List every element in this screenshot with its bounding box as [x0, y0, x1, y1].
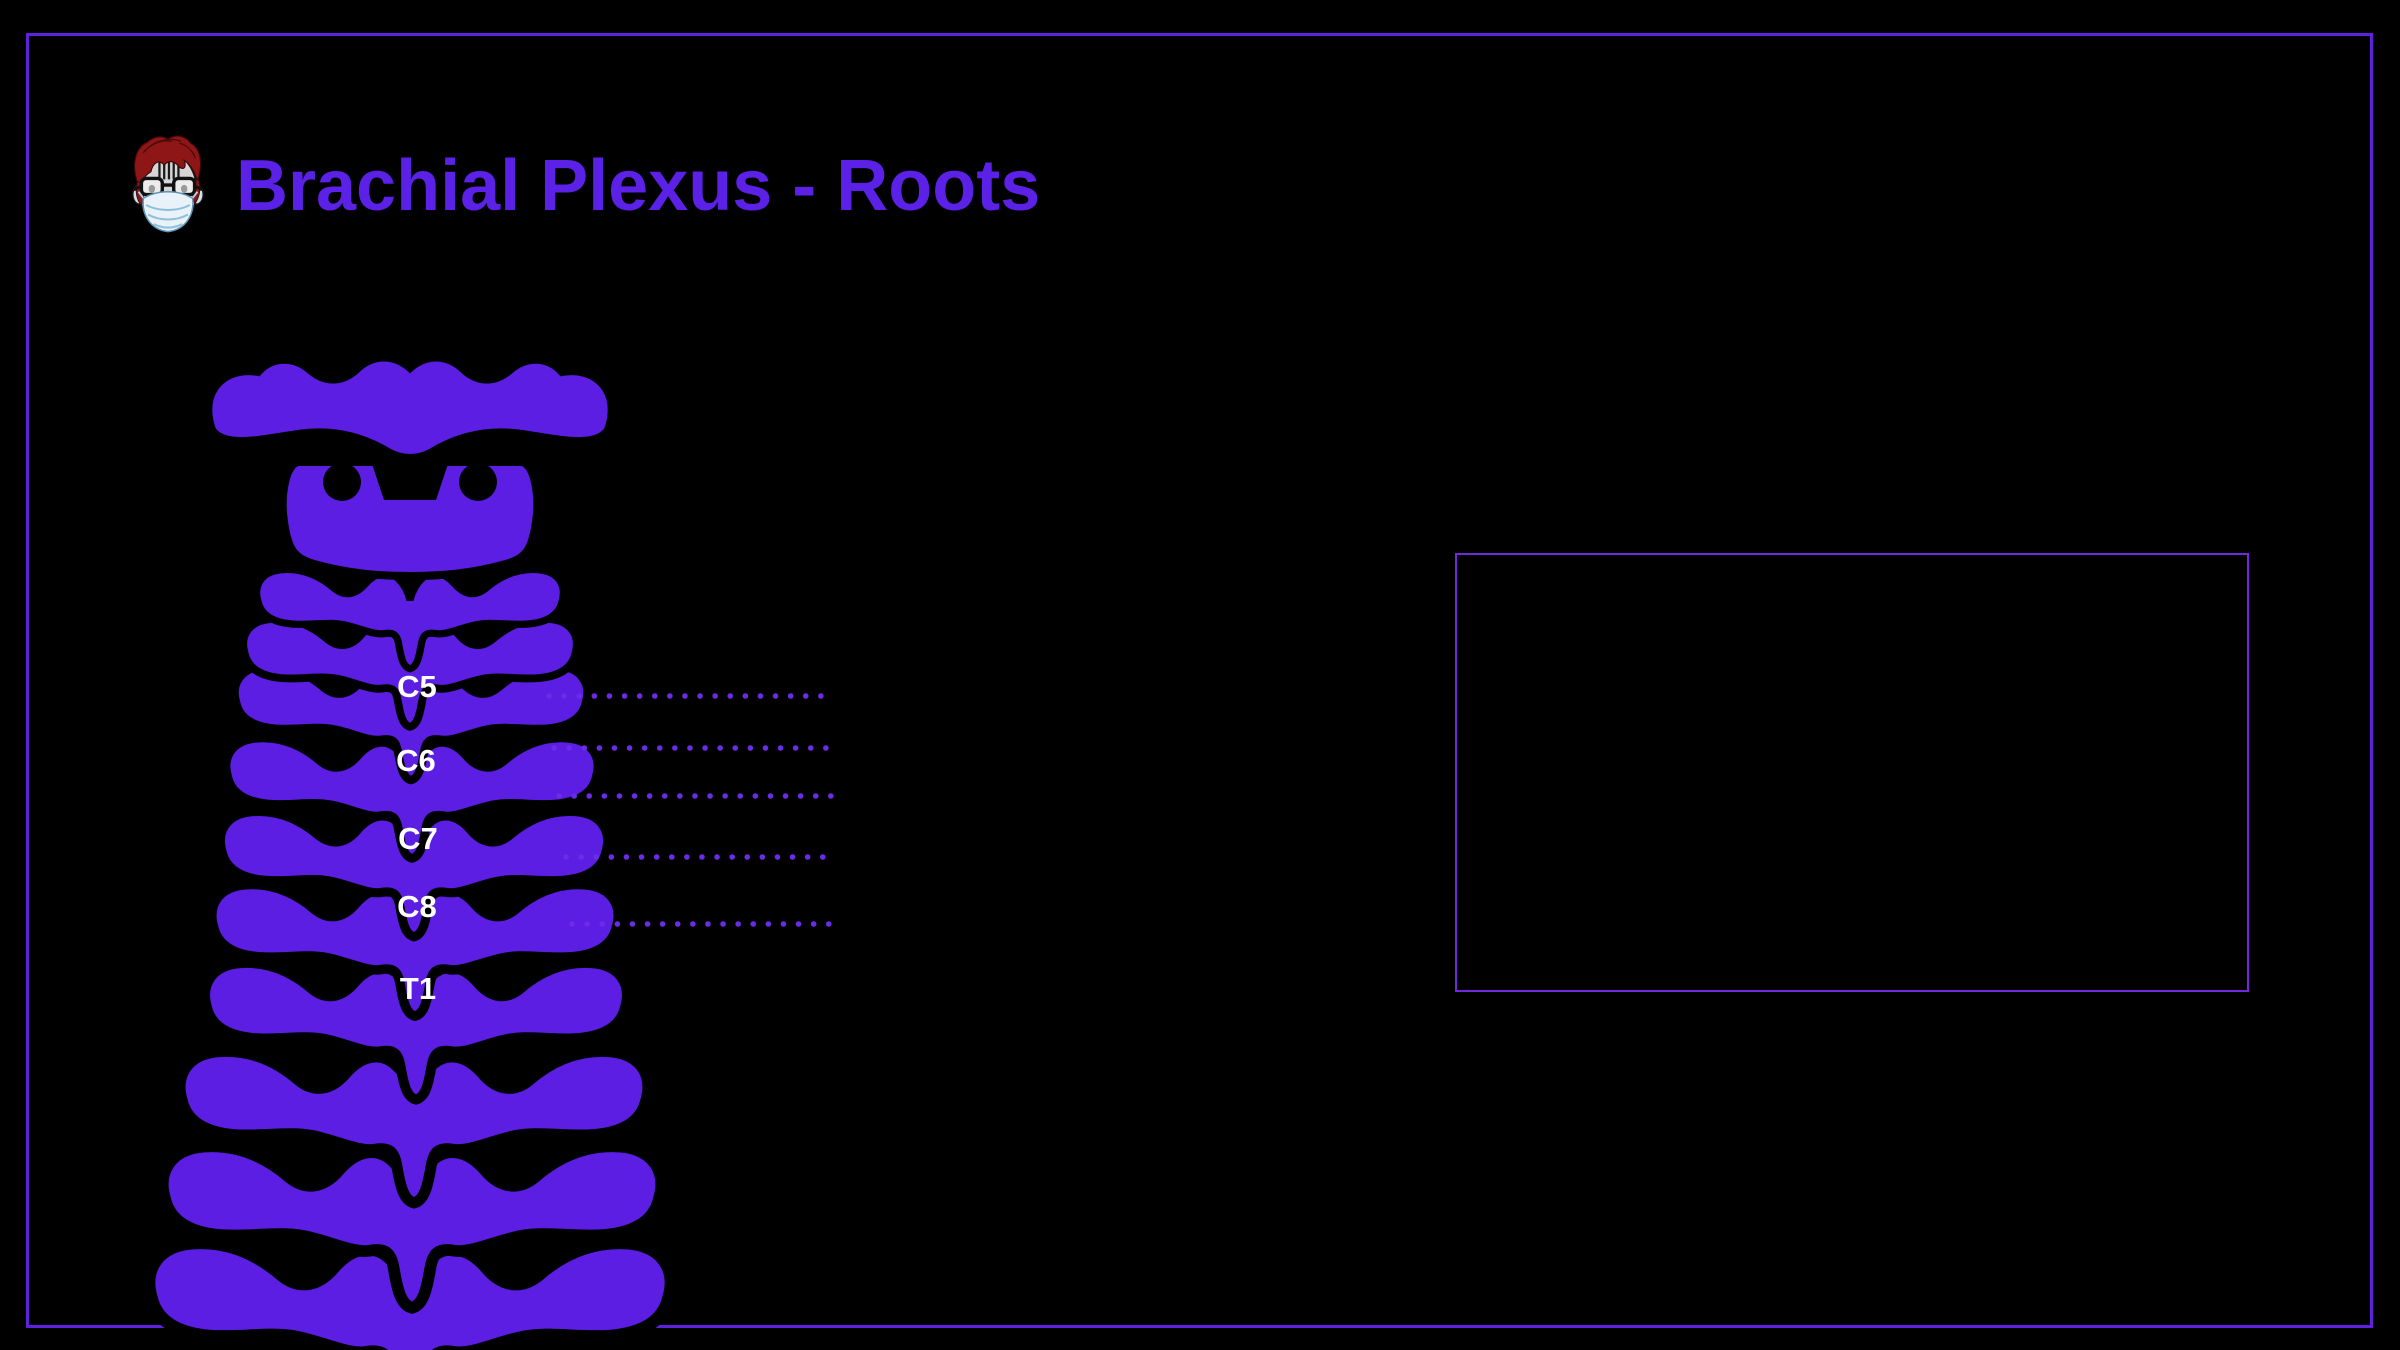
slide-border-frame [26, 33, 2373, 1328]
hair [134, 135, 202, 186]
vertebral-column [149, 353, 670, 1350]
glasses-icon [133, 176, 203, 197]
page-title: Brachial Plexus - Roots [236, 146, 1041, 226]
masked-doctor-avatar-icon [132, 135, 204, 233]
atlas-vertebra [204, 353, 616, 462]
root-label-c6: C6 [396, 743, 436, 778]
face-mask-icon [137, 190, 199, 233]
axis-vertebra [278, 458, 542, 581]
root-label-c5: C5 [397, 669, 437, 704]
root-label-c8: C8 [397, 889, 437, 924]
leader-lines [546, 693, 841, 927]
root-labels: C5 C6 C7 C8 T1 [396, 669, 438, 1006]
answer-box [1455, 553, 2249, 992]
header: Brachial Plexus - Roots [130, 133, 1040, 239]
root-label-c7: C7 [398, 821, 438, 856]
root-label-t1: T1 [400, 971, 436, 1006]
